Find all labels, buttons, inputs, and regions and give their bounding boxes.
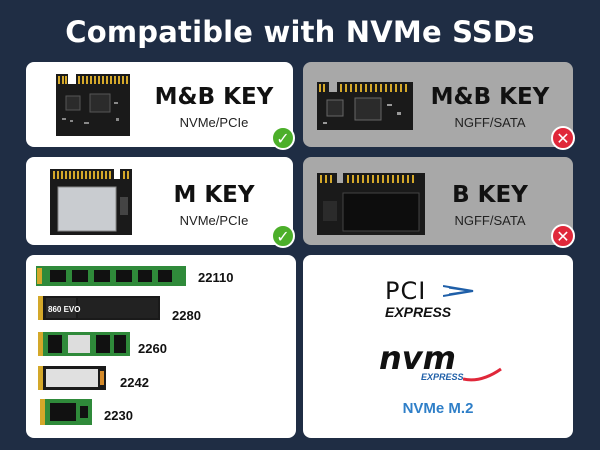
ssd-22110-image: [36, 266, 186, 286]
ssd-size-label: 2230: [104, 408, 133, 423]
cross-icon: ✕: [551, 224, 575, 248]
card-nvme-logos: PCI EXPRESS nvm EXPRESS NVMe M.2: [303, 255, 573, 438]
ssd-size-label: 2280: [172, 308, 201, 323]
ssd-b-key-sata-image: [317, 173, 425, 235]
nvme-m2-label: NVMe M.2: [402, 400, 474, 417]
card-ssd-sizes: 22110 860 EVO 2280 2260 2242 2230: [26, 255, 296, 438]
check-icon: ✓: [271, 126, 295, 150]
card-key-label: M KEY: [173, 182, 255, 208]
card-key-label: M&B KEY: [154, 84, 274, 110]
ssd-mb-key-nvme-image: [56, 74, 130, 136]
ssd-mb-key-sata-image: [317, 82, 413, 130]
ssd-m-key-nvme-image: [50, 169, 132, 235]
ssd-size-label: 2260: [138, 341, 167, 356]
ssd-2230-image: [40, 399, 92, 425]
pci-express-text: EXPRESS: [385, 304, 452, 320]
card-b-key-sata: B KEY NGFF/SATA ✕: [303, 157, 575, 248]
card-key-label: M&B KEY: [430, 84, 550, 110]
ssd-2260-image: [38, 332, 130, 356]
card-key-sub: NVMe/PCIe: [179, 115, 249, 130]
pci-logo-text: PCI: [385, 277, 427, 305]
nvm-logo-text: nvm: [379, 339, 456, 377]
nvm-express-text: EXPRESS: [421, 372, 464, 382]
card-key-sub: NGFF/SATA: [454, 115, 526, 130]
pci-express-logo: PCI EXPRESS: [385, 277, 495, 321]
card-mb-key-nvme: M&B KEY NVMe/PCIe ✓: [26, 62, 295, 150]
ssd-2242-image: [38, 366, 106, 390]
card-key-label: B KEY: [452, 182, 528, 208]
card-m-key-nvme: M KEY NVMe/PCIe ✓: [26, 157, 295, 248]
check-icon: ✓: [271, 224, 295, 248]
ssd-size-label: 22110: [198, 270, 234, 285]
card-mb-key-sata: M&B KEY NGFF/SATA ✕: [303, 62, 575, 150]
card-key-sub: NVMe/PCIe: [179, 213, 249, 228]
card-key-sub: NGFF/SATA: [454, 213, 526, 228]
pci-arrow-icon: [443, 285, 474, 297]
cross-icon: ✕: [551, 126, 575, 150]
nvm-swoosh-icon: [463, 367, 502, 382]
page-title: Compatible with NVMe SSDs: [65, 15, 535, 49]
ssd-brand-label: 860 EVO: [48, 305, 81, 314]
ssd-size-label: 2242: [120, 375, 149, 390]
ssd-2280-image: [38, 296, 160, 320]
nvm-express-logo: nvm EXPRESS: [379, 339, 509, 389]
